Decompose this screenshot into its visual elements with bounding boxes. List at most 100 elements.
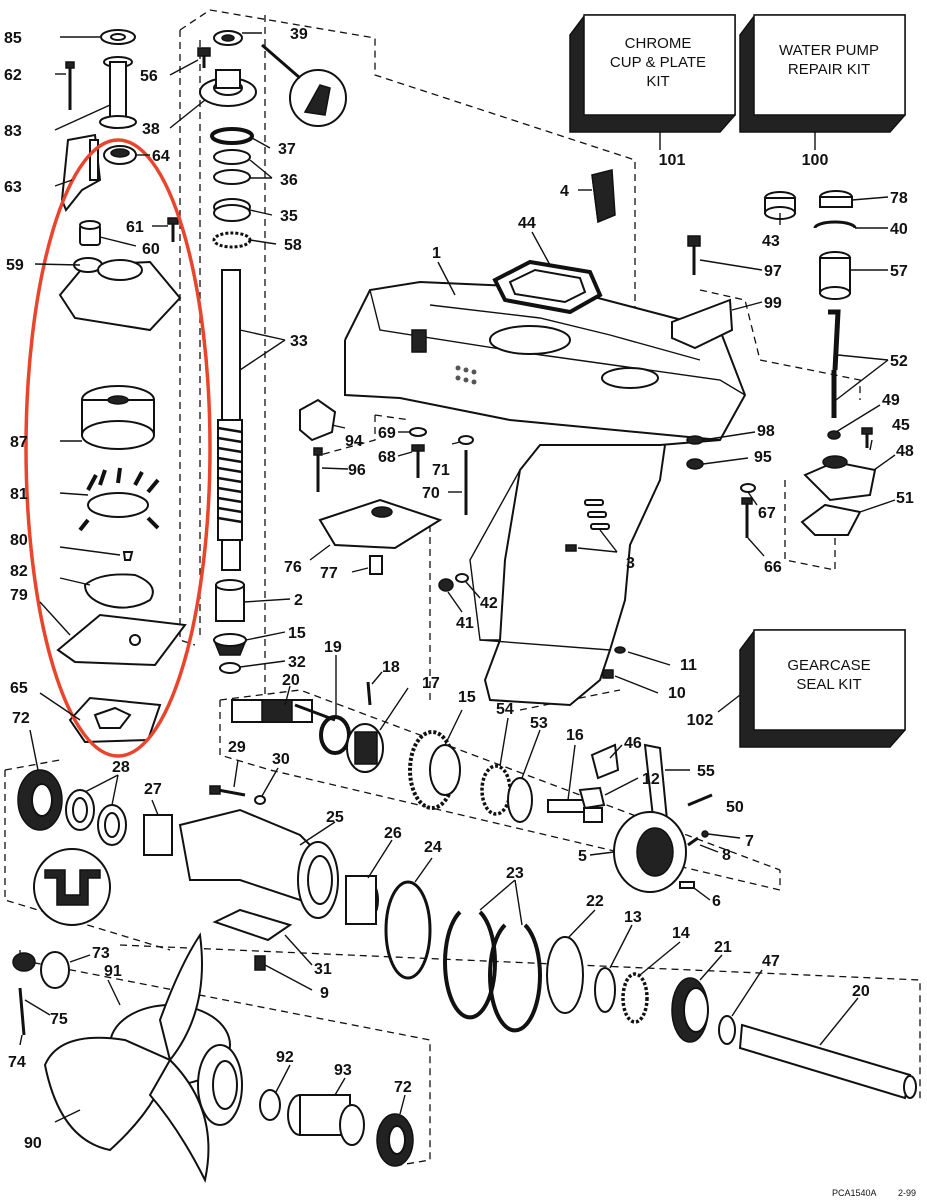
part-9-screw [254,955,266,971]
label-16: 16 [566,727,584,744]
water-pump-kit-line2: REPAIR KIT [788,61,870,78]
part-14-bearing [621,972,649,1024]
part-69-washer [409,427,427,437]
label-94: 94 [345,433,363,450]
part-26-bearing [345,875,379,925]
label-74: 74 [8,1054,26,1071]
label-1: 1 [432,245,441,262]
part-74-nut [12,952,36,972]
part-18-pin [366,681,372,706]
label-61: 61 [126,219,144,236]
part-95-nut [686,458,704,470]
label-65: 65 [10,680,28,697]
label-97: 97 [764,263,782,280]
part-25-bearing-carrier [178,808,339,919]
part-87-cup [81,385,155,450]
label-30: 30 [272,751,290,768]
part-38-housing [199,69,257,107]
label-18: 18 [382,659,400,676]
label-29: 29 [228,739,246,756]
label-64: 64 [152,148,170,165]
part-22-thrust-washer [546,936,584,1014]
leader-lines [19,32,896,1123]
part-81-impeller [78,467,160,532]
label-8: 8 [722,847,731,864]
part-12-link [578,786,606,810]
label-56: 56 [140,68,158,85]
label-75: 75 [50,1011,68,1028]
label-82: 82 [10,563,28,580]
seal-detail-icon [33,848,111,926]
parts-37-36-35-58-seals [210,127,254,249]
part-41-plug [438,578,454,592]
label-53: 53 [530,715,548,732]
part-39-cap [213,30,243,46]
gearcase-kit-box: GEARCASE SEAL KIT 102 [687,629,906,748]
part-60-grommet [79,220,101,246]
part-65-gasket [68,696,162,744]
label-20a: 20 [282,672,300,689]
part-20-propeller-shaft [738,1023,917,1100]
chrome-kit-line2: CUP & PLATE [610,54,706,71]
label-73: 73 [92,945,110,962]
part-30-washer [254,795,266,805]
part-4-anode [591,169,616,224]
part-54-bearing [480,764,512,816]
part-75-cotter-pin [18,987,26,1036]
part-67-nut [740,483,756,493]
part-49-seal [827,430,841,440]
gearcase-kit-line2: SEAL KIT [796,676,861,693]
part-45-screw [861,427,873,448]
part-59-pump-housing [58,257,182,332]
part-20-shaft-short [231,699,336,723]
part-64-seal [103,145,137,165]
gearcase-kit-number: 102 [687,712,714,729]
part-15-forward-gear [408,730,461,810]
part-11-washer [614,646,626,654]
label-76: 76 [284,559,302,576]
label-20b: 20 [852,983,870,1000]
part-72-thrust-washer [17,769,63,831]
part-90-propeller [43,932,243,1183]
part-61-screw [167,217,179,242]
label-52: 52 [890,353,908,370]
label-79: 79 [10,587,28,604]
label-10: 10 [668,685,686,702]
label-12: 12 [642,771,660,788]
label-81: 81 [10,486,28,503]
part-83-tube [99,56,137,129]
label-92: 92 [276,1049,294,1066]
label-59: 59 [6,257,24,274]
label-11: 11 [680,657,697,674]
part-62-screw [65,61,75,110]
part-23-retaining-rings [443,910,542,1033]
assembly-dashed-lines [4,9,921,1166]
part-33-driveshaft [217,269,243,571]
part-5-cradle [613,811,687,893]
part-29-screw [209,785,246,797]
part-17-clutch [346,723,384,773]
part-15-pinion-gear [212,633,248,656]
part-57-grommet [819,251,851,300]
label-3: 3 [626,555,635,572]
part-13-washer [594,967,616,1013]
label-72a: 72 [12,710,30,727]
grease-icon [261,43,347,127]
label-62: 62 [4,67,22,84]
label-33: 33 [290,333,308,350]
label-90: 90 [24,1135,42,1152]
part-44-gasket [492,259,603,315]
part-97-screw [687,235,701,275]
part-80-key [122,551,134,561]
gearcase-kit-line1: GEARCASE [787,657,870,674]
part-6-pin [679,881,695,889]
part-28-seals [65,789,127,846]
label-49: 49 [882,392,900,409]
part-66-screw [741,497,753,538]
label-38: 38 [142,121,160,138]
label-26: 26 [384,825,402,842]
water-pump-kit-box: WATER PUMP REPAIR KIT 100 [739,14,906,169]
water-pump-highlight [24,138,212,758]
chrome-kit-number: 101 [659,152,686,169]
